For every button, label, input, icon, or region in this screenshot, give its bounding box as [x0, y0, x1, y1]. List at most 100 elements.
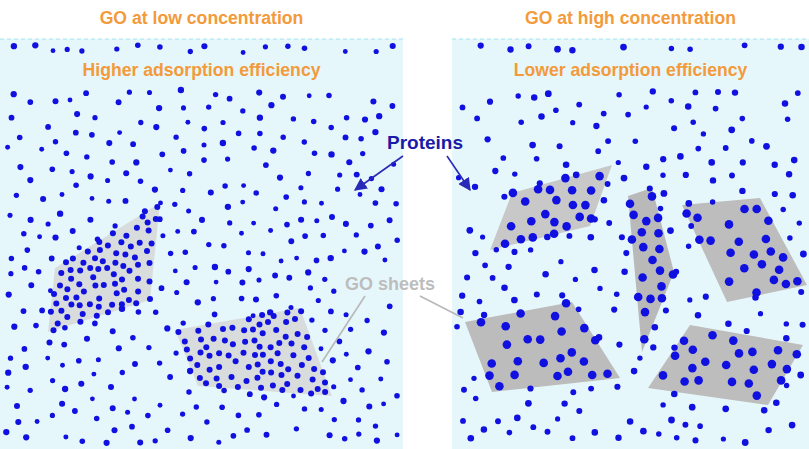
free-protein	[267, 309, 273, 315]
free-protein	[305, 269, 311, 275]
free-protein	[739, 188, 745, 194]
adsorbed-protein	[226, 352, 232, 358]
adsorbed-protein	[556, 354, 565, 363]
adsorbed-protein	[113, 250, 119, 256]
free-protein	[302, 139, 307, 144]
free-protein	[772, 162, 778, 168]
free-protein	[22, 265, 28, 271]
adsorbed-protein	[257, 344, 263, 350]
adsorbed-protein	[783, 365, 792, 374]
go-sheet	[48, 203, 160, 332]
free-protein	[512, 171, 517, 176]
free-protein	[537, 180, 543, 186]
free-protein	[268, 102, 274, 108]
free-protein	[701, 131, 706, 136]
adsorbed-protein	[252, 338, 258, 344]
free-protein	[77, 245, 82, 250]
adsorbed-protein	[55, 321, 61, 327]
adsorbed-protein	[562, 222, 571, 231]
free-protein	[331, 289, 336, 294]
free-protein	[49, 166, 55, 172]
free-protein	[472, 250, 478, 256]
free-protein	[105, 178, 110, 183]
free-protein	[92, 321, 98, 327]
free-protein	[117, 130, 122, 135]
adsorbed-protein	[230, 341, 236, 347]
free-protein	[257, 131, 263, 137]
adsorbed-protein	[507, 222, 516, 231]
adsorbed-protein	[284, 310, 290, 316]
free-protein	[529, 142, 536, 149]
free-protein	[322, 328, 327, 333]
adsorbed-protein	[762, 235, 771, 244]
free-protein	[27, 99, 33, 105]
adsorbed-protein	[725, 277, 734, 286]
free-protein	[23, 364, 29, 370]
free-protein	[742, 42, 748, 48]
free-protein	[45, 356, 50, 361]
free-protein	[291, 116, 296, 121]
free-protein	[647, 185, 653, 191]
free-protein	[606, 220, 612, 226]
adsorbed-protein	[638, 228, 647, 237]
free-protein	[49, 256, 55, 262]
free-protein	[685, 103, 691, 109]
free-protein	[729, 173, 735, 179]
adsorbed-protein	[279, 372, 285, 378]
adsorbed-protein	[92, 282, 98, 288]
free-protein	[157, 360, 162, 365]
adsorbed-protein	[216, 364, 222, 370]
free-protein	[773, 400, 780, 407]
free-protein	[721, 436, 726, 441]
adsorbed-protein	[655, 245, 664, 254]
free-protein	[669, 98, 675, 104]
free-protein	[461, 387, 467, 393]
adsorbed-protein	[725, 220, 734, 229]
free-protein	[256, 412, 262, 418]
free-protein	[28, 217, 34, 223]
adsorbed-protein	[292, 316, 298, 322]
free-protein	[256, 277, 261, 282]
free-protein	[219, 404, 225, 410]
adsorbed-protein	[241, 350, 247, 356]
free-protein	[14, 403, 20, 409]
adsorbed-protein	[76, 281, 82, 287]
free-protein	[518, 119, 524, 125]
adsorbed-protein	[184, 347, 190, 353]
free-protein	[752, 294, 758, 300]
adsorbed-protein	[268, 344, 274, 350]
adsorbed-protein	[779, 253, 788, 262]
free-protein	[614, 384, 620, 390]
free-protein	[381, 401, 386, 406]
adsorbed-protein	[753, 391, 762, 400]
free-protein	[321, 233, 326, 238]
free-protein	[576, 408, 582, 414]
free-protein	[356, 431, 361, 436]
free-protein	[11, 91, 17, 97]
free-protein	[460, 418, 466, 424]
adsorbed-protein	[553, 372, 562, 381]
adsorbed-protein	[575, 213, 584, 222]
free-protein	[165, 427, 171, 433]
free-protein	[573, 277, 578, 282]
free-protein	[319, 201, 324, 206]
free-protein	[240, 108, 245, 113]
free-protein	[671, 344, 677, 350]
adsorbed-protein	[295, 373, 301, 379]
free-protein	[33, 323, 39, 329]
free-protein	[481, 426, 487, 432]
free-protein	[710, 199, 715, 204]
adsorbed-protein	[722, 361, 731, 370]
adsorbed-protein	[693, 213, 702, 222]
free-protein	[798, 44, 805, 51]
free-protein	[364, 318, 369, 323]
free-protein	[566, 233, 572, 239]
adsorbed-protein	[77, 268, 83, 274]
free-protein	[615, 435, 621, 441]
adsorbed-protein	[147, 296, 153, 302]
free-protein	[40, 196, 46, 202]
free-protein	[220, 140, 226, 146]
adsorbed-protein	[517, 235, 526, 244]
adsorbed-protein	[501, 322, 510, 331]
free-protein	[601, 111, 607, 117]
